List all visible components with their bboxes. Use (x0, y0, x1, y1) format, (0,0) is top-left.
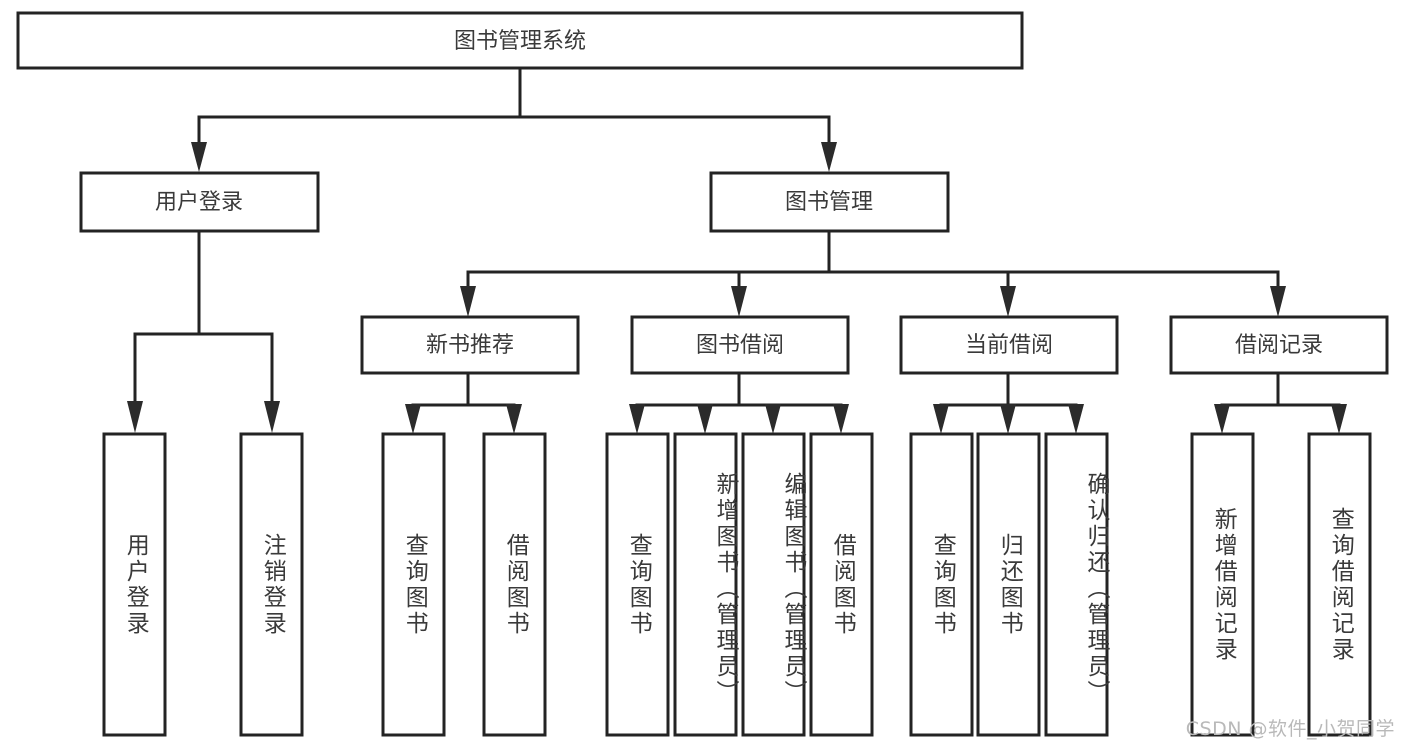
arrow-head-book-manage (821, 142, 837, 172)
leaf-query-book-3-box[interactable] (909, 432, 974, 737)
node-book-manage-label: 图书管理 (785, 190, 873, 215)
leaf-borrow-book-1-box[interactable] (482, 432, 547, 737)
node-new-book-recommend-box[interactable] (360, 315, 580, 375)
leaf-node-query-book-3[interactable] (909, 432, 974, 737)
node-user-login-label: 用户登录 (155, 190, 243, 215)
node-root-box[interactable] (16, 11, 1024, 70)
arrow-head-leaf-user-logout (264, 401, 280, 433)
arrow-head-current-borrow (1000, 286, 1016, 317)
leaf-node-return-book[interactable] (976, 432, 1041, 737)
leaf-node-borrow-book-1[interactable] (482, 432, 547, 737)
leaf-add-book-box[interactable] (673, 432, 738, 737)
arrow-head-leaf-edit-book (765, 404, 781, 434)
arrow-head-leaf-query-book-1 (405, 404, 421, 434)
node-new-book-recommend[interactable]: 新书推荐 (360, 315, 580, 375)
leaf-query-book-2-box[interactable] (605, 432, 670, 737)
node-user-login-box[interactable] (79, 171, 320, 233)
arrow-head-leaf-borrow-book-2 (833, 404, 849, 434)
node-root-label: 图书管理系统 (454, 29, 586, 54)
leaf-user-logout-box[interactable] (239, 432, 304, 737)
leaf-node-borrow-book-2[interactable] (809, 432, 874, 737)
leaf-user-login-box[interactable] (102, 432, 167, 737)
node-current-borrow-box[interactable] (899, 315, 1119, 375)
leaf-edit-book-box[interactable] (741, 432, 806, 737)
arrow-head-leaf-borrow-book-1 (506, 404, 522, 434)
leaf-node-edit-book[interactable] (741, 432, 806, 737)
arrow-head-leaf-add-book (697, 404, 713, 434)
node-book-borrow-label: 图书借阅 (696, 333, 784, 358)
node-new-book-recommend-label: 新书推荐 (426, 333, 514, 358)
leaf-node-query-book-1[interactable] (381, 432, 446, 737)
leaf-confirm-return-box[interactable] (1044, 432, 1109, 737)
leaf-borrow-book-2-box[interactable] (809, 432, 874, 737)
arrow-head-leaf-add-record (1214, 404, 1230, 434)
arrow-head-leaf-query-book-3 (933, 404, 949, 434)
arrow-head-leaf-user-login (127, 401, 143, 433)
node-borrow-record[interactable]: 借阅记录 (1169, 315, 1389, 375)
node-book-manage[interactable]: 图书管理 (709, 171, 950, 233)
node-borrow-record-box[interactable] (1169, 315, 1389, 375)
leaf-node-user-login[interactable] (102, 432, 167, 737)
leaf-query-book-1-box[interactable] (381, 432, 446, 737)
node-borrow-record-label: 借阅记录 (1235, 333, 1323, 358)
connector-group-borrow-record (1214, 371, 1347, 434)
arrow-head-leaf-confirm-return (1068, 404, 1084, 434)
leaf-query-record-box[interactable] (1307, 432, 1372, 737)
node-root[interactable]: 图书管理系统 (16, 11, 1024, 70)
arrow-head-leaf-return-book (1000, 404, 1016, 434)
leaf-node-add-record[interactable] (1190, 432, 1255, 737)
leaf-node-user-logout[interactable] (239, 432, 304, 737)
arrow-head-book-borrow (731, 286, 747, 317)
connector-group-book-borrow (629, 371, 849, 434)
leaf-node-add-book[interactable] (673, 432, 738, 737)
connector-group-user-login (127, 229, 280, 433)
leaf-node-query-record[interactable] (1307, 432, 1372, 737)
arrow-head-leaf-query-record (1331, 404, 1347, 434)
leaf-add-record-box[interactable] (1190, 432, 1255, 737)
node-book-borrow[interactable]: 图书借阅 (630, 315, 850, 375)
leaf-return-book-box[interactable] (976, 432, 1041, 737)
arrow-head-new-book-recommend (460, 286, 476, 317)
arrow-head-user-login (191, 142, 207, 172)
node-book-manage-box[interactable] (709, 171, 950, 233)
leaf-node-query-book-2[interactable] (605, 432, 670, 737)
connector-group-new-book-recommend (405, 371, 522, 434)
node-user-login[interactable]: 用户登录 (79, 171, 320, 233)
arrow-head-leaf-query-book-2 (629, 404, 645, 434)
connector-group-current-borrow (933, 371, 1084, 434)
connector-group-book-manage (460, 229, 1286, 317)
node-book-borrow-box[interactable] (630, 315, 850, 375)
arrow-head-borrow-record (1270, 286, 1286, 317)
leaf-node-confirm-return[interactable] (1044, 432, 1109, 737)
node-current-borrow[interactable]: 当前借阅 (899, 315, 1119, 375)
connector-group-root (191, 65, 837, 172)
csdn-watermark: CSDN @软件_小贺同学 (1185, 718, 1395, 740)
node-current-borrow-label: 当前借阅 (965, 333, 1053, 358)
